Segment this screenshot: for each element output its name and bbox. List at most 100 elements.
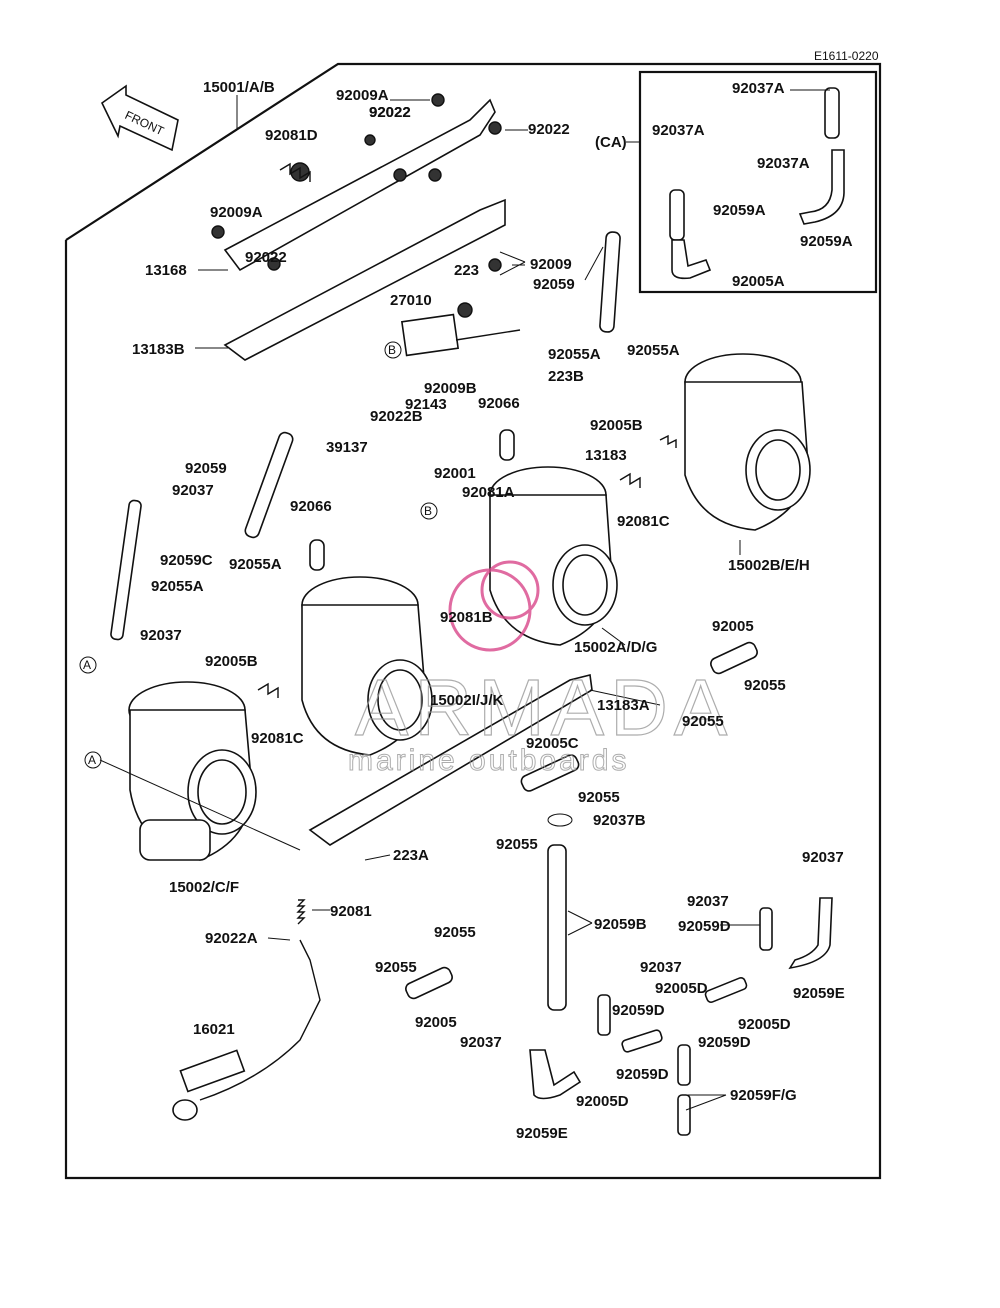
part-callout: 92005A	[732, 273, 785, 290]
carburetor-4	[684, 353, 811, 531]
part-callout: 92059C	[160, 552, 213, 569]
part-callout: 92059E	[793, 985, 845, 1002]
part-callout: 92059	[185, 460, 227, 477]
part-callout: 223	[454, 262, 479, 279]
part-callout: 92037	[140, 627, 182, 644]
carburetor-3	[489, 466, 618, 646]
part-callout: 92055A	[229, 556, 282, 573]
part-callout: 92037	[802, 849, 844, 866]
part-callout: 13183B	[132, 341, 185, 358]
part-callout: 92081	[330, 903, 372, 920]
part-callout: 13168	[145, 262, 187, 279]
part-callout: 92005D	[576, 1093, 629, 1110]
carburetor-2	[301, 576, 433, 756]
springs	[257, 162, 677, 925]
part-callout: 92037	[687, 893, 729, 910]
linkage-plate-lower	[308, 674, 593, 846]
part-callout: 92005D	[655, 980, 708, 997]
part-callout: 15002I/J/K	[430, 692, 504, 709]
part-callout: 92005	[712, 618, 754, 635]
part-callout: 13183A	[597, 697, 650, 714]
part-callout: 92005C	[526, 735, 579, 752]
part-callout: 92055	[375, 959, 417, 976]
part-callout: 15001/A/B	[203, 79, 275, 96]
part-callout: 92009B	[424, 380, 477, 397]
part-callout: 39137	[326, 439, 368, 456]
ref-marker-a-1: A	[79, 656, 97, 674]
svg-text:A: A	[83, 658, 91, 672]
part-callout: 92059E	[516, 1125, 568, 1142]
part-callout: 92059B	[594, 916, 647, 933]
part-callout: 92055A	[627, 342, 680, 359]
part-callout: 92001	[434, 465, 476, 482]
choke-cable	[172, 939, 321, 1121]
part-callout: 92055	[744, 677, 786, 694]
fuel-pipes	[405, 641, 758, 1000]
part-callout: 92081D	[265, 127, 318, 144]
part-callout: 92143	[405, 396, 447, 413]
part-callout: 15002B/E/H	[728, 557, 810, 574]
part-callout: 92005B	[590, 417, 643, 434]
part-callout: 15002/C/F	[169, 879, 239, 896]
part-callout: 92059	[533, 276, 575, 293]
part-callout: 92055A	[548, 346, 601, 363]
part-callout: 92059A	[713, 202, 766, 219]
part-callout: 16021	[193, 1021, 235, 1038]
part-callout: 92081A	[462, 484, 515, 501]
part-callout: 92055A	[151, 578, 204, 595]
watermark: ARMADA marine outboards	[348, 560, 733, 778]
part-callout: 15002A/D/G	[574, 639, 657, 656]
diagram-code: E1611-0220	[814, 49, 879, 63]
part-callout: 92022	[528, 121, 570, 138]
inset-label: (CA)	[595, 134, 627, 151]
part-callout: 27010	[390, 292, 432, 309]
part-callout: 92059D	[698, 1034, 751, 1051]
part-callout: 92055	[578, 789, 620, 806]
part-callout: 92037	[460, 1034, 502, 1051]
part-callout: 223A	[393, 847, 429, 864]
ref-marker-b-2: B	[420, 502, 438, 520]
part-callout: 92037A	[652, 122, 705, 139]
part-callout: 92081C	[617, 513, 670, 530]
ref-marker-a-2: A	[84, 751, 102, 769]
watermark-brand: ARMADA	[355, 663, 733, 752]
part-callout: 92037	[640, 959, 682, 976]
part-callout: 92037A	[757, 155, 810, 172]
part-callout: 92059A	[800, 233, 853, 250]
part-callout: 92037B	[593, 812, 646, 829]
part-callout: 92005	[415, 1014, 457, 1031]
part-callout: 92081B	[440, 609, 493, 626]
part-callout: 92055	[496, 836, 538, 853]
part-callout: 92037A	[732, 80, 785, 97]
part-callout: 92022	[245, 249, 287, 266]
part-callout: 13183	[585, 447, 627, 464]
part-callout: 92005B	[205, 653, 258, 670]
hoses	[110, 87, 845, 1136]
part-callout: 92022A	[205, 930, 258, 947]
watermark-tagline: marine outboards	[348, 744, 629, 777]
leader-lines	[65, 89, 830, 1111]
part-callout: 92059D	[612, 1002, 665, 1019]
part-callout: 92066	[478, 395, 520, 412]
part-callout: 92005D	[738, 1016, 791, 1033]
diagram-frame	[64, 62, 882, 1180]
part-callout: 92059F/G	[730, 1087, 797, 1104]
part-callout: 92059D	[616, 1066, 669, 1083]
carburetor-1	[128, 681, 257, 861]
part-callout: 92059D	[678, 918, 731, 935]
part-callout: 92055	[434, 924, 476, 941]
part-callout: 223B	[548, 368, 584, 385]
svg-text:A: A	[88, 753, 96, 767]
part-callout: 92009A	[336, 87, 389, 104]
linkage-plate-upper	[211, 93, 521, 361]
part-callout: 92066	[290, 498, 332, 515]
svg-text:B: B	[424, 504, 432, 518]
part-callout: 92022	[369, 104, 411, 121]
part-callout: 92037	[172, 482, 214, 499]
part-callout: 92009A	[210, 204, 263, 221]
svg-text:B: B	[388, 343, 396, 357]
inset-frame	[638, 70, 878, 294]
part-callout: 92055	[682, 713, 724, 730]
